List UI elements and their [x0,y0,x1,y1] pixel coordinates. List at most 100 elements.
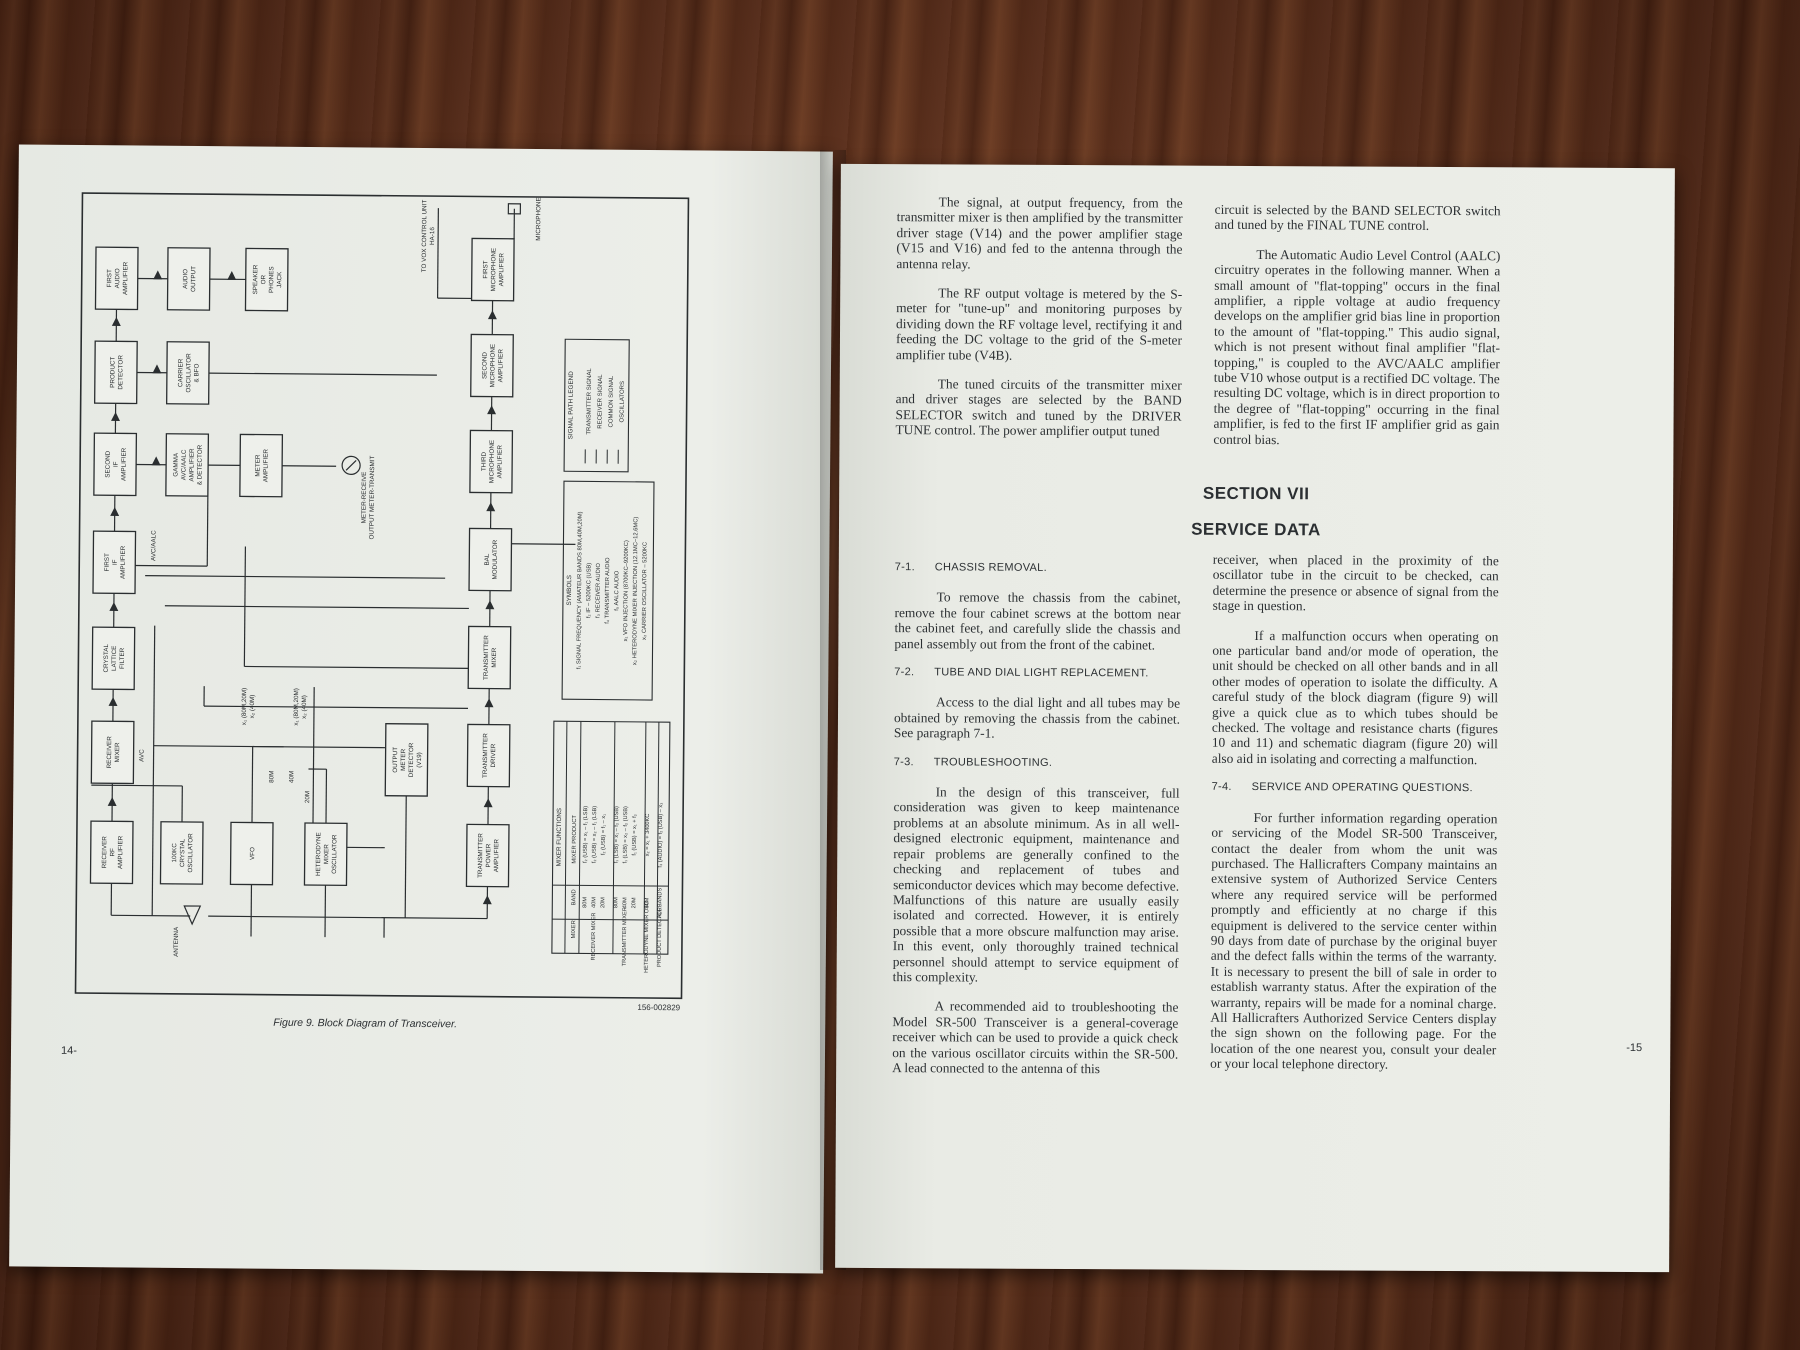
paragraph: In the design of this transceiver, full … [892,784,1180,985]
signal-wire [208,915,488,920]
block-label-line: SECOND [105,450,112,477]
section-title: SECTION VII [1202,483,1310,504]
section-subtitle: SERVICE DATA [1191,519,1321,540]
heading-number: 7-1. [894,561,915,574]
signal-wire [206,496,209,567]
paragraph: Access to the dial light and all tubes m… [893,694,1181,741]
meter-needle [345,459,357,471]
block-label-line: MIXER [491,647,498,667]
signal-wire [251,746,254,823]
block-label-line: VFO [249,847,256,860]
block-label-line: TRANSMITTER [482,733,489,778]
heading-title: SERVICE AND OPERATING QUESTIONS. [1251,781,1473,795]
mixer-table-cell: f₁ (LSB) = x₁ – f₂ (USB) [614,806,620,863]
block-label-line: JACK [276,271,283,288]
block-label-line: 100KC [171,843,178,863]
block-label-line: SECOND [481,352,488,379]
mixer-table-cell: 40M [622,897,628,908]
block-label-line: RF [109,848,116,857]
signal-arrow [111,411,120,421]
block-label-line: MODULATOR [492,539,499,579]
mixer-table-cell: f₂ (USB) = x₂ – f₁ (LSB) [592,806,599,864]
mixer-table-cell: 20M [631,897,637,908]
signal-wire [151,625,156,916]
block-label-line: AMPLIFIER [188,448,195,482]
signal-arrow [485,600,495,610]
block-label-line: AUDIO [114,268,121,288]
block-label-line: OSCILLATOR [331,834,338,874]
block-label-line: AMPLIFIER [493,839,500,873]
legend-box [563,338,630,473]
diagram-border [74,192,690,1000]
x1b-label: x₁ (80M,20M) [293,688,300,726]
block-label-line: DETECTOR [408,742,415,777]
microphone-label: MICROPHONE [535,197,542,240]
legend-title: SIGNAL PATH LEGEND [567,371,575,440]
mixer-table-cell: f₁ (LSB) = x₂ – f₂ (USB) [623,806,630,864]
right-col1-top: The signal, at output frequency, from th… [895,194,1182,453]
block-label-line: OUTPUT [392,747,399,773]
mixer-table-cell: HETERODYNE MIXER OSC [644,901,651,973]
block-label-line: TRANSMITTER [483,635,490,680]
block-label-line: AMPLIFIER [262,449,269,483]
mixer-table-cell: PRODUCT DETECTOR [657,907,664,967]
block-label-line: CRYSTAL [179,838,186,867]
heading-title: TUBE AND DIAL LIGHT REPLACEMENT. [934,666,1149,680]
mixer-table-cell: f₁ (USB) = x₁ + f₂ [632,814,638,855]
table-rule [612,721,616,954]
signal-wire [145,574,446,579]
band-40m-label: 40M [288,771,295,783]
block-label-line: FILTER [119,647,126,669]
block-label-line: HETERODYNE [315,832,322,876]
mixer-table-cell: f₂ (USB) = f₁ – x₁ [601,814,607,855]
block-label-line: AMPLIFIER [497,445,504,479]
symbols-box [561,480,655,701]
block-label-line: MICROPHONE [488,440,495,483]
block-label-line: PHONES [268,266,275,293]
mixer-table-header: MIXER PRODUCT [572,815,578,864]
symbols-item: x₁ VFO INJECTION (8700KC–9200KC) [623,540,630,641]
meter-label-2: OUTPUT METER-TRANSMIT [368,455,376,539]
legend-item: RECEIVER SIGNAL [597,374,603,429]
block-label-line: MICROPHONE [489,344,496,387]
signal-wire [436,208,439,299]
signal-wire [91,784,183,787]
heading-number: 7-3. [893,755,914,768]
symbols-item: x₃ CARRIER OSCILLATOR – 5200KC [642,542,649,640]
block-label-line: DRIVER [490,743,497,767]
block-label-line: DETECTOR [117,355,124,390]
signal-arrow [109,601,119,611]
symbols-item: f₁ SIGNAL FREQUENCY (AMATEUR BANDS 80M,4… [576,511,583,669]
block-label-line: MICROPHONE [490,248,497,291]
table-rule [552,918,669,921]
block-label-line: IF [112,559,119,565]
signal-wire [511,543,576,545]
vox-label: TO VOX CONTROL UNIT [421,200,429,273]
signal-wire [111,914,191,917]
symbols-title: SYMBOLS [566,575,573,606]
legend-item: OSCILLATORS [620,381,626,423]
paragraph: receiver, when placed in the proximity o… [1212,551,1499,614]
legend-item: TRANSMITTER SIGNAL [586,368,593,435]
block-label-line: THIRD [481,451,488,471]
signal-wire [312,687,315,848]
mixer-table-cell: 80M [582,897,588,908]
signal-wire [244,665,469,670]
meter-label: METER-RECEIVE [361,472,368,524]
right-page-number: -15 [1626,1041,1643,1055]
block-label-line: AMPLIFIER [117,835,124,869]
table-rule [578,721,582,954]
mixer-table-box [551,720,671,955]
signal-wire [404,795,407,918]
signal-arrow [153,270,163,280]
